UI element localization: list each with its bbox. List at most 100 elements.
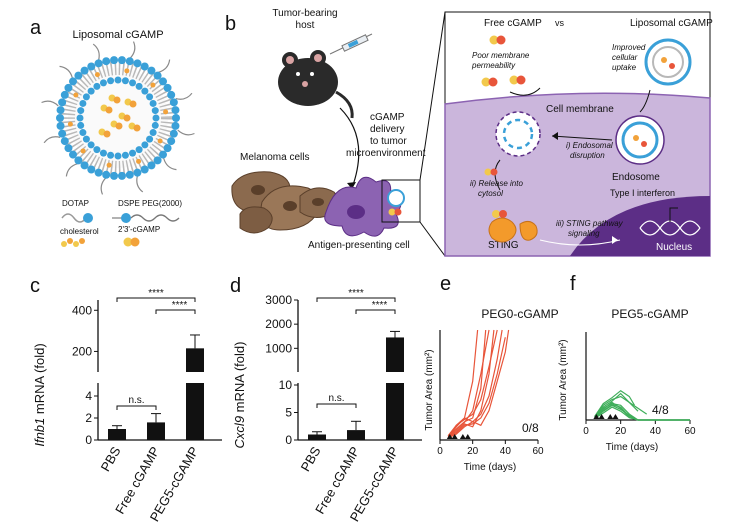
svg-text:host: host bbox=[296, 20, 315, 31]
treatment-marker bbox=[446, 434, 453, 439]
category-label: PBS bbox=[298, 444, 324, 474]
svg-text:Poor membrane: Poor membrane bbox=[472, 51, 530, 60]
peg-chain bbox=[136, 175, 144, 193]
lipid-head bbox=[153, 156, 162, 165]
lipid-head bbox=[58, 129, 67, 138]
lipid-head bbox=[110, 56, 119, 65]
y-tick-label: 200 bbox=[72, 344, 92, 358]
liposome-illustration bbox=[41, 41, 195, 195]
ns-label: n.s. bbox=[128, 395, 144, 406]
svg-text:signaling: signaling bbox=[568, 229, 600, 238]
lipid-head bbox=[151, 107, 159, 115]
membrane-cgamp bbox=[157, 138, 163, 144]
ns-bracket bbox=[116, 405, 157, 410]
sig-bracket-1 bbox=[116, 297, 196, 302]
cgamp-molecule bbox=[103, 130, 111, 138]
y-tick-label: 2000 bbox=[265, 317, 292, 331]
lipid-head bbox=[58, 98, 67, 107]
x-tick-label: 40 bbox=[500, 446, 512, 457]
legend-dotap: DOTAP bbox=[61, 199, 93, 223]
svg-text:cholesterol: cholesterol bbox=[60, 227, 99, 236]
lipid-head bbox=[125, 57, 134, 66]
peg-chain bbox=[158, 59, 171, 73]
sig-bracket-2 bbox=[155, 309, 196, 314]
ifnb1-ylabel: Ifnb1 mRNA (fold) bbox=[32, 343, 47, 446]
lipid-head bbox=[102, 57, 111, 66]
lipid-head bbox=[147, 66, 156, 75]
svg-text:disruption: disruption bbox=[570, 151, 605, 160]
sig-label-1: **** bbox=[348, 288, 364, 299]
lipid-head bbox=[87, 62, 96, 71]
panel-b: b Tumor-bearing host cGAMP delivery to t… bbox=[225, 8, 713, 257]
growth-curve bbox=[447, 337, 506, 438]
melanoma-cells bbox=[231, 171, 339, 234]
lipid-head bbox=[169, 98, 178, 107]
lipid-head bbox=[79, 129, 87, 137]
lipid-head bbox=[87, 87, 95, 95]
lipid-head bbox=[149, 129, 157, 137]
lipid-head bbox=[163, 144, 172, 153]
growth-curve bbox=[447, 329, 479, 437]
apc-label: Antigen-presenting cell bbox=[308, 240, 410, 251]
peg-chain bbox=[177, 129, 195, 136]
lipid-head bbox=[158, 150, 167, 159]
lipid-head bbox=[107, 77, 115, 85]
panel-e: e PEG0-cGAMP Tumor Area (mm²) Time (days… bbox=[424, 273, 559, 473]
svg-text:delivery: delivery bbox=[370, 124, 404, 135]
delivery-arrow bbox=[339, 107, 360, 189]
lipid-head bbox=[60, 90, 69, 99]
svg-text:Type I interferon: Type I interferon bbox=[610, 188, 675, 198]
growth-curve bbox=[447, 329, 498, 436]
membrane-cgamp bbox=[136, 158, 142, 164]
lipid-head bbox=[121, 151, 129, 159]
lipid-head bbox=[140, 165, 149, 174]
lipid-head bbox=[147, 161, 156, 170]
lipid-head bbox=[76, 114, 84, 122]
sig-label-2: **** bbox=[372, 300, 388, 311]
membrane-cgamp bbox=[124, 68, 130, 74]
peg0-title: PEG0-cGAMP bbox=[481, 307, 558, 321]
growth-curve bbox=[447, 329, 490, 437]
growth-curve bbox=[447, 329, 510, 439]
membrane-cgamp bbox=[73, 92, 79, 98]
panel-label-e: e bbox=[440, 273, 451, 295]
lipid-head bbox=[69, 150, 78, 159]
growth-curve bbox=[447, 329, 487, 437]
x-tick-label: 0 bbox=[583, 426, 589, 437]
lipid-head bbox=[151, 121, 159, 129]
liposome-title: Liposomal cGAMP bbox=[72, 29, 163, 41]
lipid-head bbox=[172, 114, 180, 122]
lipid-head bbox=[64, 144, 73, 153]
cgamp-molecule bbox=[129, 100, 137, 108]
x-tick-label: 40 bbox=[650, 426, 662, 437]
peg-chain bbox=[59, 65, 73, 78]
sig-label-1: **** bbox=[148, 288, 164, 299]
lipid-head bbox=[110, 171, 119, 180]
bar bbox=[186, 348, 204, 372]
lipid-head bbox=[121, 77, 129, 85]
svg-text:uptake: uptake bbox=[612, 63, 637, 72]
y-tick-label: 5 bbox=[285, 406, 292, 420]
category-label: PBS bbox=[98, 444, 124, 474]
growth-curve bbox=[447, 329, 495, 438]
svg-text:STING: STING bbox=[488, 240, 519, 251]
svg-text:Liposomal cGAMP: Liposomal cGAMP bbox=[630, 18, 713, 29]
membrane-cgamp bbox=[106, 162, 112, 168]
peg0-fraction: 0/8 bbox=[522, 421, 539, 435]
svg-text:Cell membrane: Cell membrane bbox=[546, 104, 614, 115]
peg-chain bbox=[43, 136, 61, 144]
svg-text:i) Endosomal: i) Endosomal bbox=[566, 141, 613, 150]
lipid-head bbox=[133, 168, 142, 177]
growth-curve bbox=[594, 402, 639, 421]
lipid-head bbox=[167, 90, 176, 99]
lipid-head bbox=[107, 151, 115, 159]
treatment-marker bbox=[459, 434, 466, 439]
panel-label-a: a bbox=[30, 17, 42, 39]
syringe-icon bbox=[329, 33, 373, 55]
lipid-head bbox=[87, 165, 96, 174]
membrane-cgamp bbox=[80, 148, 86, 154]
lipid-head bbox=[129, 79, 137, 87]
peg-chain bbox=[100, 177, 107, 195]
